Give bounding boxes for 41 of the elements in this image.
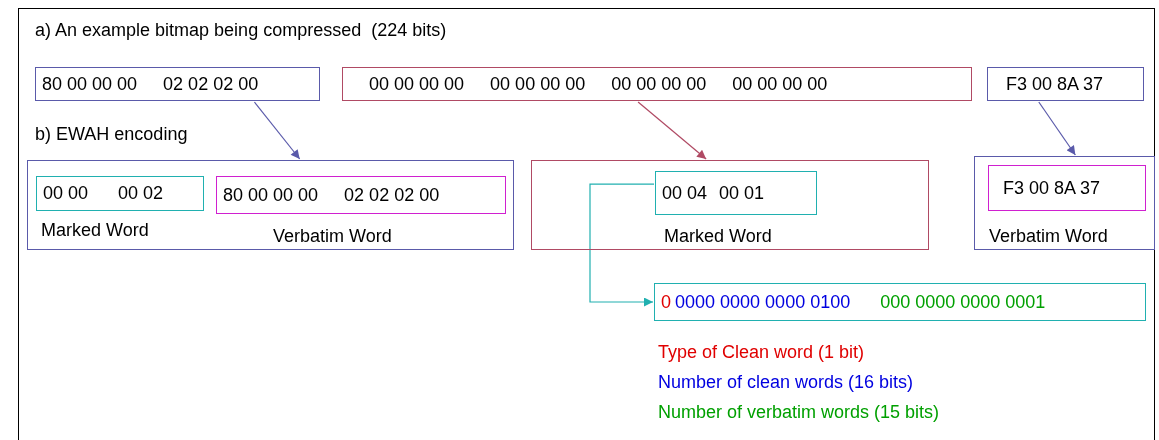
section-heading: a) An example bitmap being compressed (224 bits) xyxy=(35,20,447,41)
arrow xyxy=(1038,101,1076,156)
word-type-caption: Verbatim Word xyxy=(273,226,392,247)
bit-group: 000 0000 0000 0001 xyxy=(880,291,1046,313)
word-type-caption: Marked Word xyxy=(664,226,772,247)
hex-word: 02 02 02 00 xyxy=(163,73,259,95)
hex-word: 00 04 xyxy=(662,182,708,204)
hex-word-box xyxy=(35,67,320,101)
bit-group: 0 xyxy=(661,291,671,313)
hex-word-box xyxy=(655,171,817,215)
hex-word: 00 00 00 00 xyxy=(732,73,828,95)
bit-field-note: Number of clean words (16 bits) xyxy=(658,372,914,393)
word-type-caption: Marked Word xyxy=(41,220,149,241)
hex-word: 00 00 00 00 xyxy=(611,73,707,95)
hex-word: 00 02 xyxy=(118,183,164,204)
hex-word: 00 00 00 00 xyxy=(369,73,465,95)
bit-group: 0000 0000 0000 0100 xyxy=(675,291,851,313)
arrow xyxy=(589,183,655,307)
hex-word: 00 00 00 00 xyxy=(490,73,586,95)
encoding-group-box xyxy=(974,156,1155,250)
section-heading: b) EWAH encoding xyxy=(35,124,188,145)
hex-word: 02 02 02 00 xyxy=(344,184,440,206)
hex-word-box xyxy=(987,67,1144,101)
word-type-caption: Verbatim Word xyxy=(989,226,1108,247)
hex-word: 80 00 00 00 xyxy=(42,73,138,95)
hex-word: F3 00 8A 37 xyxy=(1006,73,1104,95)
arrow xyxy=(637,101,707,160)
encoding-group-box xyxy=(531,160,929,250)
hex-word-box xyxy=(216,176,506,214)
bit-field-note: Number of verbatim words (15 bits) xyxy=(658,402,940,423)
hex-word-box xyxy=(36,176,204,211)
hex-word: 00 01 xyxy=(719,182,765,204)
bit-field-note: Type of Clean word (1 bit) xyxy=(658,342,865,363)
bit-field-box xyxy=(654,283,1146,321)
hex-word: F3 00 8A 37 xyxy=(1003,177,1101,199)
hex-word: 80 00 00 00 xyxy=(223,184,319,206)
hex-word-box xyxy=(988,165,1146,211)
arrow xyxy=(253,101,301,160)
hex-word-box xyxy=(342,67,972,101)
encoding-group-box xyxy=(27,160,514,250)
hex-word: 00 00 xyxy=(43,183,89,204)
